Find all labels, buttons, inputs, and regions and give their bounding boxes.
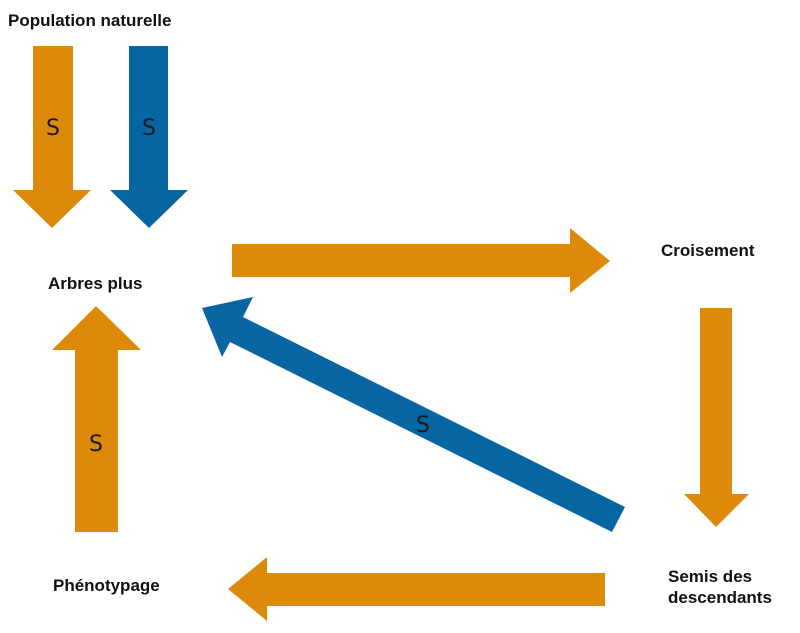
selection-mark: S: [89, 432, 103, 457]
arrow-semis-to-phenotypage: [228, 557, 605, 621]
arrow-shape: [232, 228, 610, 293]
arrow-pop-to-arbres-blue: S: [110, 46, 188, 228]
node-population-naturelle: Population naturelle: [8, 11, 172, 30]
arrow-pop-to-arbres-orange: S: [13, 46, 91, 228]
node-arbres-plus: Arbres plus: [48, 274, 143, 293]
selection-mark: S: [416, 413, 430, 438]
arrow-shape: [52, 306, 141, 532]
selection-mark: S: [142, 116, 156, 141]
arrow-arbres-to-croisement: [232, 228, 610, 293]
arrow-shape: [110, 46, 188, 228]
node-croisement: Croisement: [661, 241, 755, 260]
node-semis-des-descendants: Semis des descendants: [668, 566, 772, 608]
node-semis-line1: Semis des: [668, 567, 753, 586]
arrow-shape: [13, 46, 91, 228]
node-phenotypage: Phénotypage: [53, 576, 160, 595]
arrow-shape: [684, 308, 749, 527]
arrow-semis-to-arbres: S: [202, 297, 625, 532]
arrow-phenotypage-to-arbres: S: [52, 306, 141, 532]
arrow-shape: [228, 557, 605, 621]
node-semis-line2: descendants: [668, 588, 772, 607]
arrow-shape: [202, 297, 625, 532]
selection-mark: S: [46, 116, 60, 141]
arrow-croisement-to-semis: [684, 308, 749, 527]
